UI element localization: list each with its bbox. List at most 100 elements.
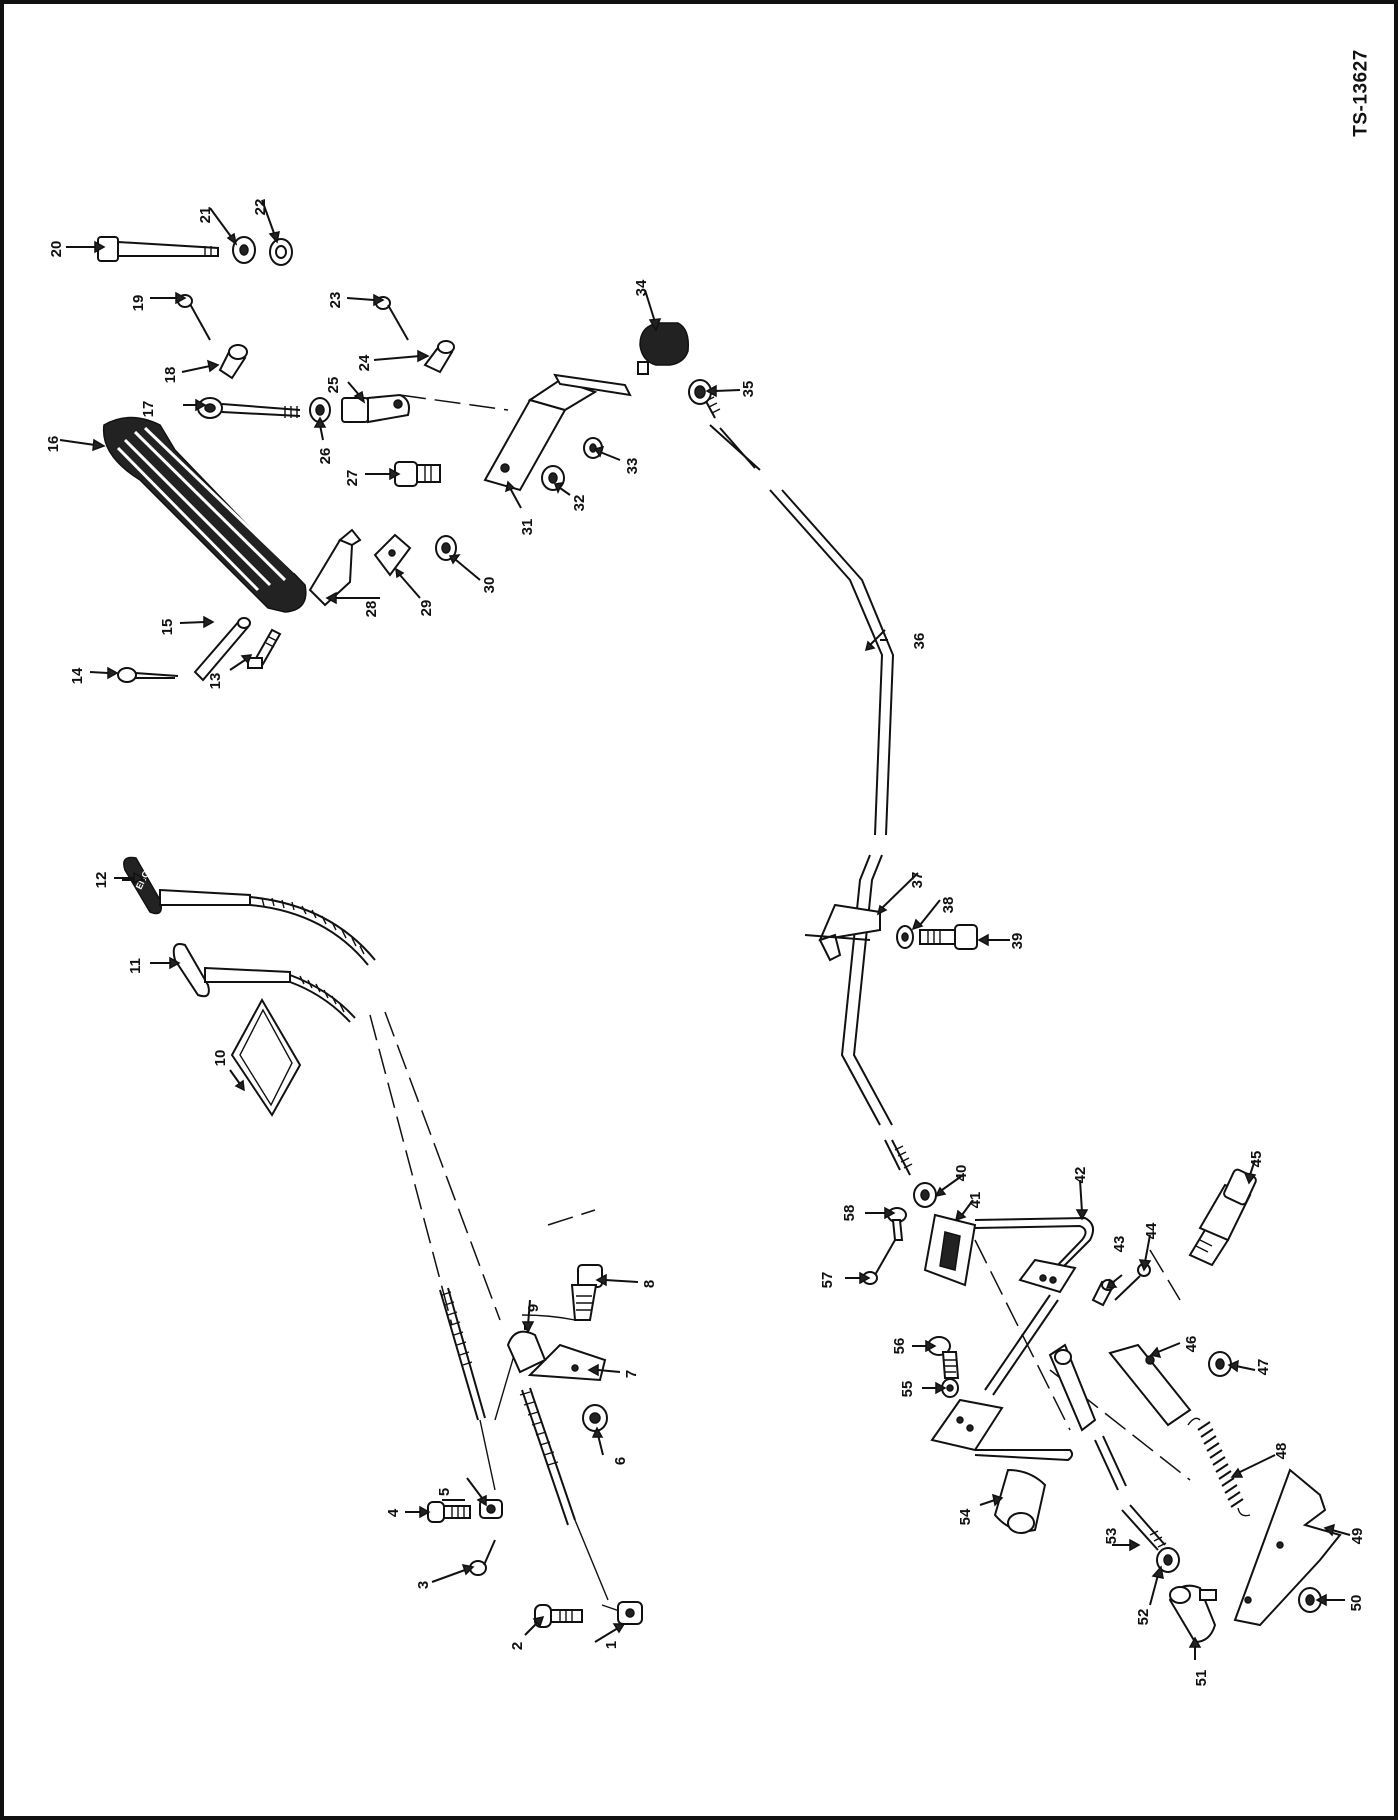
bracket-49 — [1233, 1468, 1342, 1627]
callout-19: 19 — [130, 295, 147, 312]
bolt-20 — [97, 236, 219, 262]
bolt-13 — [247, 628, 282, 669]
bolt-45 — [1188, 1168, 1257, 1267]
callout-10: 10 — [212, 1050, 229, 1067]
callout-32: 32 — [571, 495, 588, 512]
bolt-8 — [570, 1264, 603, 1321]
nut-30 — [435, 535, 457, 561]
rod-thread-lower — [891, 1139, 913, 1176]
callout-25: 25 — [325, 377, 342, 394]
ball-joint-51 — [1168, 1584, 1217, 1644]
callout-33: 33 — [624, 458, 641, 475]
cable-wire-upper — [439, 1287, 496, 1491]
callout-50: 50 — [1348, 1595, 1365, 1612]
plate-46 — [1108, 1343, 1192, 1427]
lever-42 — [974, 1216, 1095, 1294]
hinge-28 — [308, 528, 362, 607]
callout-36: 36 — [911, 633, 928, 650]
swivel-1 — [617, 1601, 643, 1625]
cotter-19 — [177, 294, 211, 341]
nut-22 — [269, 238, 293, 266]
callout-8: 8 — [641, 1280, 658, 1288]
cable-11-12 — [249, 896, 376, 1023]
callout-4: 4 — [385, 1508, 402, 1517]
callout-52: 52 — [1135, 1609, 1152, 1626]
callout-34: 34 — [633, 279, 650, 296]
callout-49: 49 — [1349, 1528, 1366, 1545]
plate-10 — [230, 997, 302, 1117]
callout-21: 21 — [197, 207, 214, 224]
callout-37: 37 — [909, 872, 926, 889]
screw-2 — [534, 1604, 583, 1628]
bolt-39 — [919, 924, 978, 950]
spring-48 — [1187, 1417, 1251, 1517]
bracket-left — [930, 1398, 1074, 1462]
cotter-pin-14 — [117, 667, 179, 683]
callout-17: 17 — [140, 401, 157, 418]
callout-18: 18 — [162, 367, 179, 384]
callout-20: 20 — [48, 241, 65, 258]
callout-7: 7 — [623, 1370, 640, 1378]
callout-38: 38 — [940, 897, 957, 914]
support-37 — [804, 903, 881, 962]
accelerator-pedal — [102, 416, 307, 613]
callout-2: 2 — [509, 1642, 526, 1650]
callout-42: 42 — [1072, 1167, 1089, 1184]
callout-54: 54 — [957, 1508, 974, 1525]
pin-58 — [887, 1207, 907, 1241]
callout-44: 44 — [1143, 1222, 1160, 1239]
pin-24 — [423, 340, 455, 374]
callout-31: 31 — [519, 519, 536, 536]
callout-51: 51 — [1193, 1670, 1210, 1687]
shaft-main — [984, 1294, 1059, 1396]
hinge-plate-29 — [373, 533, 412, 577]
callout-29: 29 — [418, 600, 435, 617]
nut-35 — [688, 379, 712, 405]
cotter-3 — [469, 1539, 496, 1576]
clevis-25 — [341, 393, 410, 424]
knob-11 — [172, 943, 291, 998]
ball-joint-34 — [637, 322, 690, 375]
callout-28: 28 — [363, 601, 380, 618]
nut-6 — [582, 1404, 608, 1432]
callout-labels: 1 2 3 4 5 6 7 8 9 10 11 12 13 14 15 16 1… — [45, 199, 1366, 1687]
accelerator-rod — [699, 389, 913, 1176]
callout-35: 35 — [740, 381, 757, 398]
bolt-56 — [927, 1336, 960, 1379]
clip-9 — [506, 1330, 547, 1374]
callout-26: 26 — [317, 448, 334, 465]
callout-11: 11 — [127, 958, 144, 974]
pin-15 — [193, 617, 251, 682]
nut-47 — [1208, 1351, 1232, 1377]
callout-53: 53 — [1103, 1528, 1120, 1545]
callout-30: 30 — [481, 577, 498, 594]
callout-45: 45 — [1248, 1151, 1265, 1168]
callout-13: 13 — [207, 673, 224, 690]
callout-27: 27 — [344, 470, 361, 487]
callout-41: 41 — [967, 1192, 984, 1209]
cotter-23 — [375, 296, 409, 341]
callout-12: 12 — [93, 872, 110, 889]
callout-56: 56 — [891, 1338, 908, 1355]
callout-47: 47 — [1255, 1359, 1272, 1376]
bushing-54 — [993, 1468, 1047, 1534]
screw-4 — [427, 1501, 471, 1523]
callout-39: 39 — [1009, 933, 1026, 950]
callout-48: 48 — [1273, 1443, 1290, 1460]
cable-wire-lower — [519, 1387, 609, 1601]
callout-24: 24 — [356, 354, 373, 371]
nut-21 — [232, 236, 256, 264]
bracket-7 — [527, 1343, 607, 1382]
callout-58: 58 — [841, 1205, 858, 1222]
bolt-27 — [394, 461, 441, 487]
callout-1: 1 — [603, 1641, 620, 1649]
callout-22: 22 — [252, 199, 269, 216]
callout-40: 40 — [953, 1165, 970, 1182]
rod-end-41 — [923, 1213, 977, 1287]
callout-14: 14 — [69, 667, 86, 684]
callout-43: 43 — [1111, 1236, 1128, 1253]
leader-arrows — [59, 199, 1351, 1660]
callout-55: 55 — [899, 1381, 916, 1398]
